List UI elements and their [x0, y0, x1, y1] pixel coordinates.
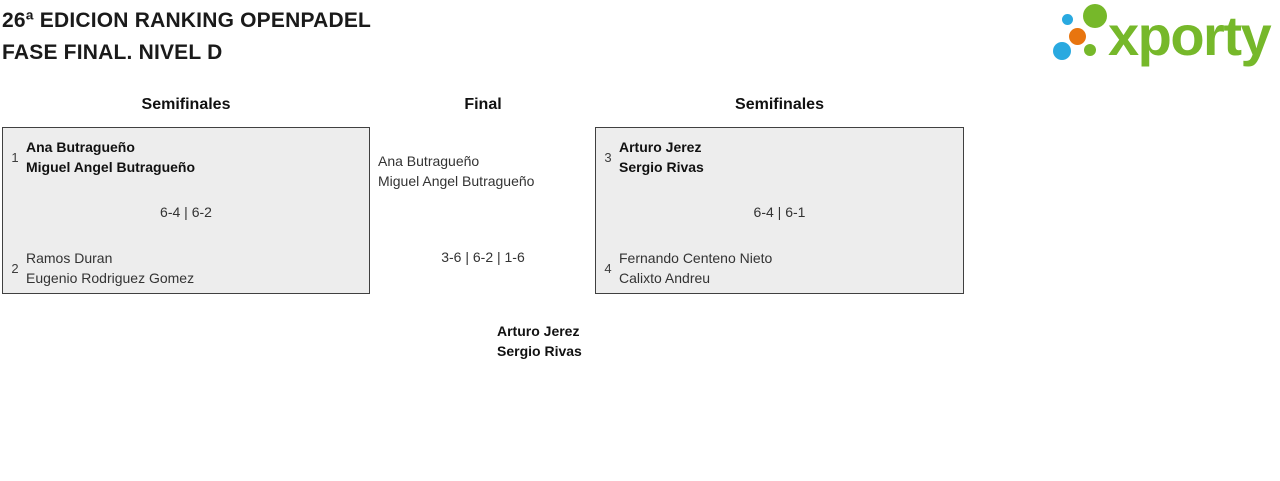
player-name: Ana Butragueño: [378, 153, 480, 169]
logo-dot-blue-small-icon: [1062, 14, 1073, 25]
player-name: Ana Butragueño: [26, 139, 135, 155]
team-names: Fernando Centeno Nieto Calixto Andreu: [619, 248, 772, 288]
match-score: 6-4 | 6-1: [753, 204, 806, 220]
match-score: 6-4 | 6-2: [160, 204, 212, 220]
seed-number: 4: [604, 260, 612, 276]
team-row-seed2: 2 Ramos Duran Eugenio Rodriguez Gomez: [8, 248, 364, 288]
logo-wordmark: xporty: [1108, 4, 1272, 67]
final-team-names: Ana Butragueño Miguel Angel Butragueño: [378, 151, 534, 191]
player-name: Miguel Angel Butragueño: [378, 173, 535, 189]
team-names-winner: Ana Butragueño Miguel Angel Butragueño: [26, 137, 195, 177]
player-name: Calixto Andreu: [619, 270, 711, 286]
semifinal-left-box: 1 Ana Butragueño Miguel Angel Butragueño…: [2, 127, 370, 294]
xporty-logo[interactable]: xporty: [1050, 0, 1280, 76]
page-title: 26ª EDICION RANKING OPENPADEL FASE FINAL…: [2, 5, 371, 69]
logo-dot-blue-large-icon: [1053, 42, 1071, 60]
player-name: Arturo Jerez: [619, 139, 702, 155]
seed-number: 3: [604, 149, 612, 165]
final-match-score: 3-6 | 6-2 | 1-6: [441, 249, 525, 265]
logo-dot-orange-icon: [1069, 28, 1086, 45]
logo-dot-green-large-icon: [1083, 4, 1107, 28]
team-names: Ramos Duran Eugenio Rodriguez Gomez: [26, 248, 194, 288]
player-name: Sergio Rivas: [497, 343, 582, 359]
player-name: Sergio Rivas: [619, 159, 704, 175]
final-winner-names: Arturo Jerez Sergio Rivas: [497, 321, 582, 361]
column-header-semifinals-right: Semifinales: [735, 96, 824, 113]
logo-dot-green-small-icon: [1084, 44, 1096, 56]
semifinal-right-box: 3 Arturo Jerez Sergio Rivas 6-4 | 6-1 4 …: [595, 127, 964, 294]
player-name: Eugenio Rodriguez Gomez: [26, 270, 195, 286]
seed-number: 1: [11, 149, 19, 165]
column-header-semifinals-left: Semifinales: [141, 96, 231, 113]
seed-number: 2: [11, 260, 19, 276]
team-row-seed3: 3 Arturo Jerez Sergio Rivas: [601, 137, 958, 177]
team-row-seed4: 4 Fernando Centeno Nieto Calixto Andreu: [601, 248, 958, 288]
team-row-seed1: 1 Ana Butragueño Miguel Angel Butragueño: [8, 137, 364, 177]
player-name: Arturo Jerez: [497, 323, 580, 339]
page-title-line1: 26ª EDICION RANKING OPENPADEL: [2, 9, 372, 32]
column-header-final: Final: [464, 96, 502, 113]
player-name: Miguel Angel Butragueño: [26, 159, 196, 175]
player-name: Ramos Duran: [26, 250, 113, 266]
team-names-winner: Arturo Jerez Sergio Rivas: [619, 137, 704, 177]
page-title-line2: FASE FINAL. NIVEL D: [2, 41, 223, 64]
player-name: Fernando Centeno Nieto: [619, 250, 773, 266]
